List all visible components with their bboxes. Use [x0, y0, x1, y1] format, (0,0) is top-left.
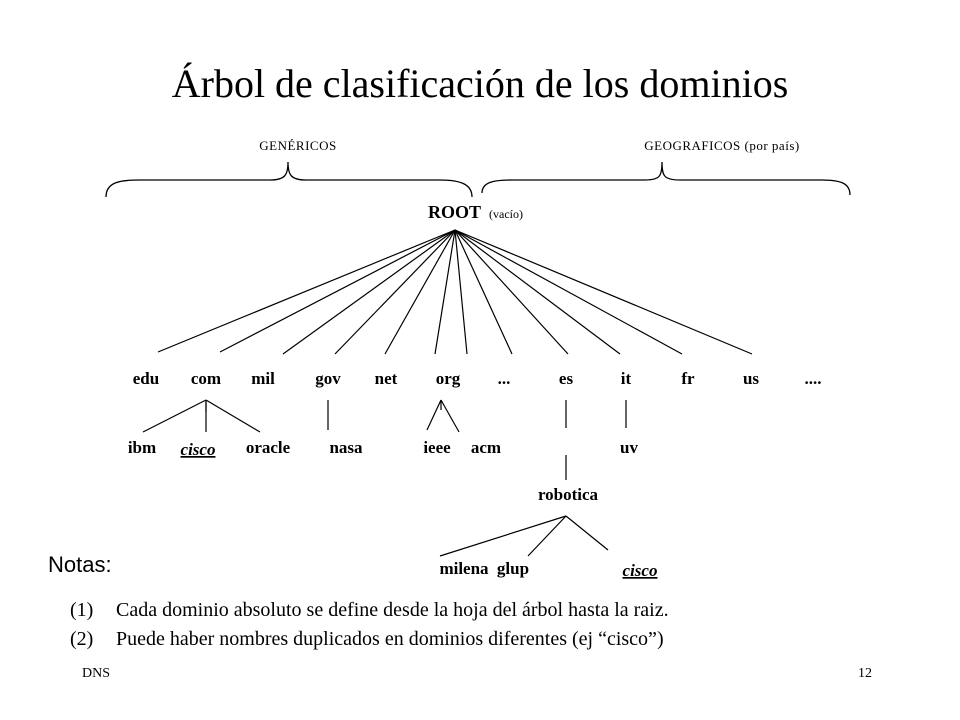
edge-root-fr [454, 229, 621, 355]
third-level-edges [439, 515, 609, 557]
edge-root-net [384, 229, 456, 355]
tld-it: it [621, 369, 632, 388]
edge-root-org [434, 229, 456, 355]
generic-category-label: GENÉRICOS [259, 138, 336, 153]
tld-more: .... [805, 369, 822, 388]
tld-edu: edu [133, 369, 159, 388]
note-text: Puede haber nombres duplicados en domini… [116, 628, 664, 650]
node-cisco-com: cisco [181, 440, 216, 459]
generic-brace [105, 161, 473, 198]
edge-root-gov [334, 229, 456, 355]
root-node-label: ROOT [428, 202, 481, 222]
second-level-edges [142, 399, 627, 480]
top-level-domains: edu com mil gov net org ... es it fr us … [133, 369, 822, 388]
root-node-note: (vacío) [489, 207, 523, 221]
tld-net: net [375, 369, 398, 388]
notes-heading: Notas: [48, 552, 112, 577]
edge-org-ieee [426, 399, 442, 431]
edge-robotica-milena [439, 515, 567, 557]
tld-org: org [436, 369, 461, 388]
edge-root-mil [282, 229, 456, 355]
footer-label: DNS [82, 666, 111, 681]
tld-us: us [743, 369, 759, 388]
tld-fr: fr [681, 369, 695, 388]
edge-com-ibm [142, 399, 207, 433]
tld-mil: mil [251, 369, 275, 388]
tld-com: com [191, 369, 221, 388]
root-edges [157, 229, 753, 355]
edge-root-it [454, 229, 569, 355]
edge-org-acm [440, 399, 460, 433]
note-number: (2) [70, 628, 94, 650]
tld-es: es [559, 369, 574, 388]
edge-root-dots [454, 229, 468, 355]
node-oracle: oracle [246, 438, 291, 457]
slide-title: Árbol de clasificación de los dominios [171, 61, 789, 106]
node-ieee: ieee [423, 438, 451, 457]
note-item: (2) Puede haber nombres duplicados en dom… [70, 627, 664, 651]
note-item: (1) Cada dominio absoluto se define desde… [70, 598, 669, 622]
edge-com-oracle [205, 399, 261, 433]
node-nasa: nasa [329, 438, 363, 457]
edge-root-edu [157, 229, 456, 353]
node-glup: glup [497, 559, 529, 578]
edge-root-es [454, 229, 513, 355]
node-robotica: robotica [538, 485, 599, 504]
node-milena: milena [439, 559, 489, 578]
edge-robotica-glup [527, 515, 567, 557]
node-ibm: ibm [128, 438, 156, 457]
edge-root-more [454, 229, 753, 355]
geographic-brace [481, 161, 851, 196]
note-number: (1) [70, 599, 94, 621]
edge-root-com [219, 229, 456, 353]
tld-ellipsis: ... [498, 369, 511, 388]
edge-robotica-cisco [565, 515, 609, 551]
node-uv: uv [620, 438, 638, 457]
node-acm: acm [471, 438, 501, 457]
second-level-domains: ibm cisco oracle nasa ieee acm uv roboti… [128, 438, 639, 504]
note-text: Cada dominio absoluto se define desde la… [116, 599, 669, 621]
edge-root-us [454, 229, 683, 355]
node-cisco-robotica: cisco [623, 561, 658, 580]
geographic-category-label: GEOGRAFICOS (por país) [644, 138, 799, 153]
tld-gov: gov [315, 369, 341, 388]
slide-number: 12 [858, 666, 872, 681]
third-level-domains: milena glup cisco [439, 559, 657, 580]
